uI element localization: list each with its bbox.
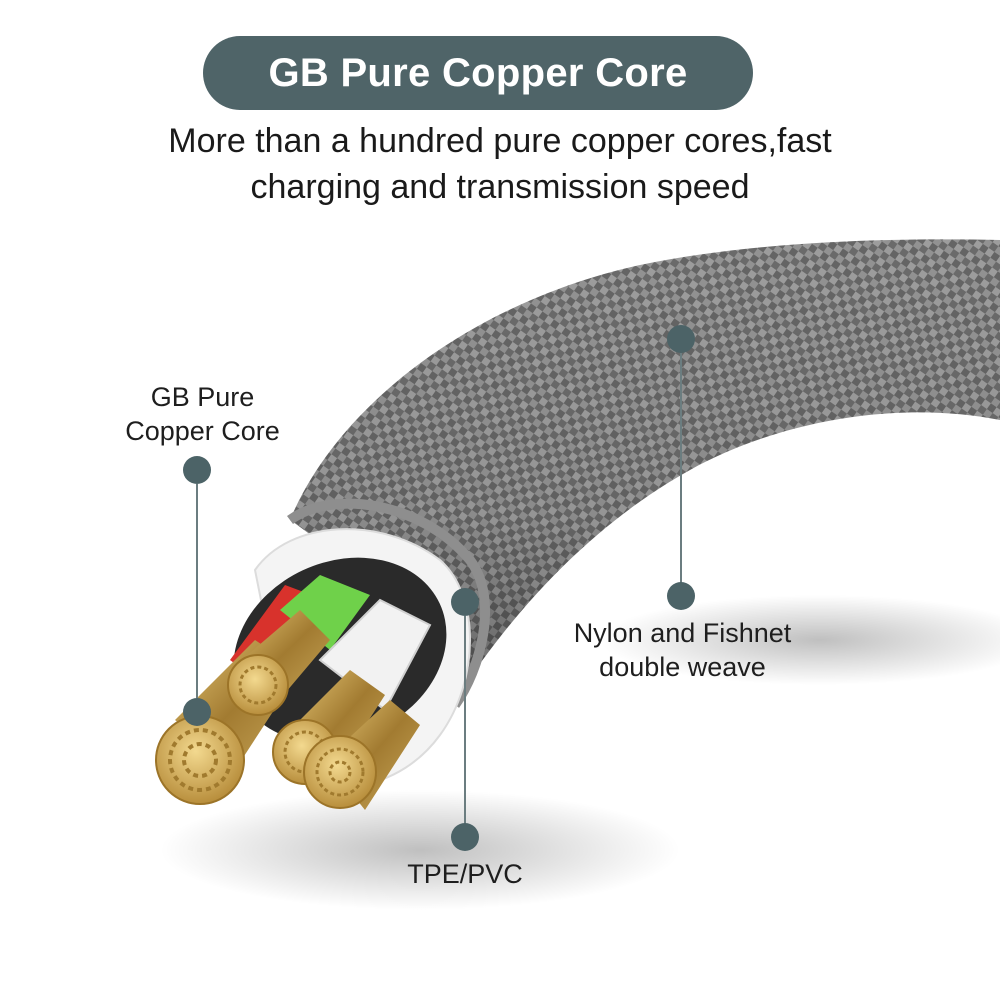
copper-core-end-large — [155, 715, 245, 805]
callout-tpe-pvc: TPE/PVC — [385, 857, 545, 891]
callout-weave: Nylon and Fishnet double weave — [545, 616, 820, 684]
callout-copper-core: GB Pure Copper Core — [100, 380, 305, 448]
callout-copper-core-line-2: Copper Core — [125, 416, 280, 446]
braid-edge — [287, 498, 490, 708]
copper-core-end-front — [303, 735, 377, 809]
page-title: GB Pure Copper Core — [268, 50, 688, 95]
callout-dot-icon — [451, 588, 479, 616]
cable-shadow-right — [600, 595, 1000, 685]
callout-dot-icon — [451, 823, 479, 851]
callout-dot-icon — [667, 325, 695, 353]
callout-line-weave — [680, 353, 682, 583]
subtitle-line-2: charging and transmission speed — [250, 168, 750, 206]
callout-tpe-pvc-label: TPE/PVC — [407, 859, 523, 889]
callout-dot-icon — [667, 582, 695, 610]
callout-weave-line-1: Nylon and Fishnet — [573, 618, 792, 648]
subtitle-line-1: More than a hundred pure copper cores,fa… — [168, 122, 832, 160]
braided-sleeve-shade — [290, 239, 1000, 700]
callout-line-copper — [196, 484, 198, 698]
copper-core-end-small — [227, 654, 289, 716]
wire-green — [280, 575, 370, 650]
callout-copper-core-line-1: GB Pure — [150, 382, 255, 412]
callout-weave-line-2: double weave — [599, 652, 766, 682]
title-pill: GB Pure Copper Core — [203, 36, 753, 110]
subtitle: More than a hundred pure copper cores,fa… — [100, 118, 900, 210]
cable-shadow — [160, 790, 680, 910]
callout-dot-icon — [183, 456, 211, 484]
callout-dot-icon — [183, 698, 211, 726]
callout-line-tpe — [464, 616, 466, 824]
